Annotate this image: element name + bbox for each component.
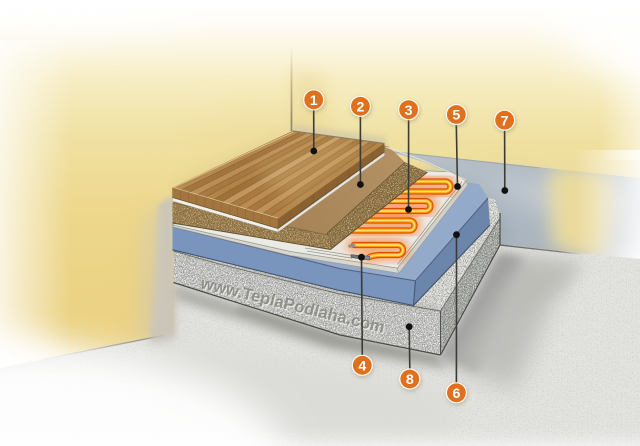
svg-text:6: 6	[452, 386, 460, 402]
svg-text:3: 3	[405, 103, 413, 119]
svg-text:2: 2	[356, 99, 364, 115]
svg-text:7: 7	[501, 113, 509, 129]
svg-text:4: 4	[358, 358, 366, 374]
svg-text:8: 8	[406, 372, 414, 388]
svg-text:5: 5	[452, 108, 460, 124]
svg-text:1: 1	[310, 93, 318, 109]
